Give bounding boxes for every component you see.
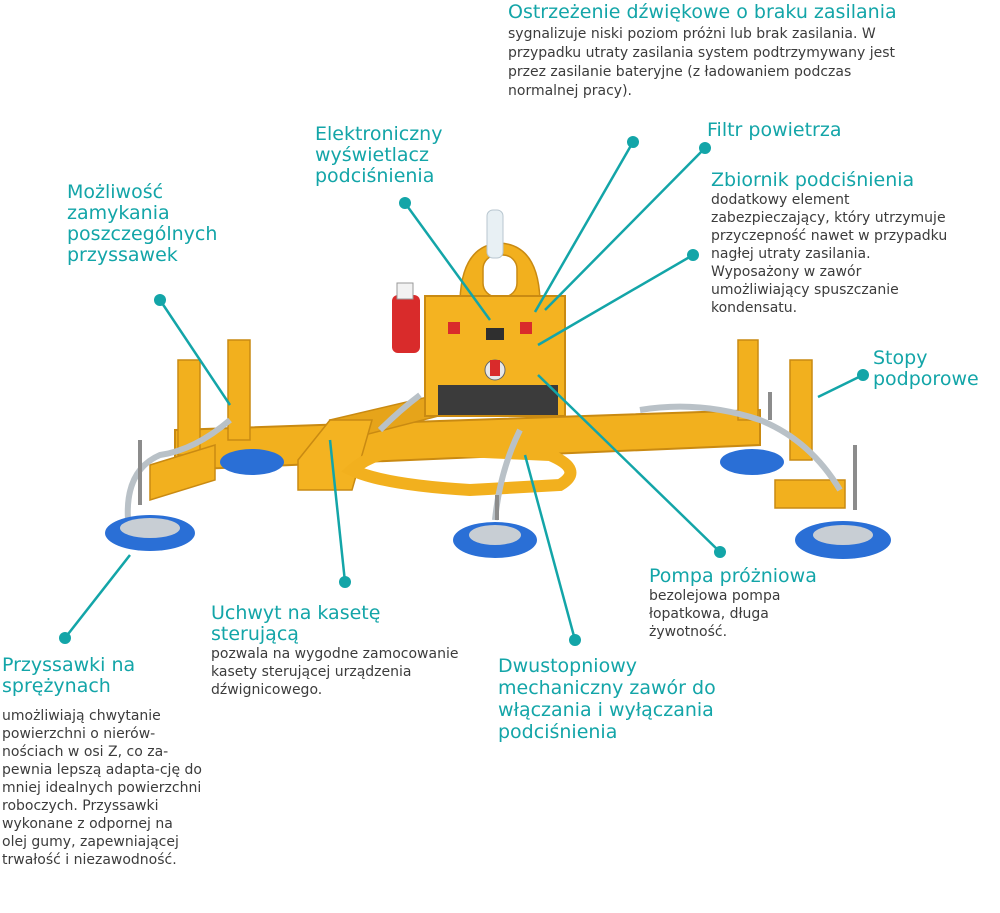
label-holder: Uchwyt na kasetę sterującą pozwala na wy… xyxy=(211,603,486,699)
label-holder-desc: pozwala na wygodne zamocowanie kasety st… xyxy=(211,646,459,698)
label-cups-title: Przyssawki na sprężynach xyxy=(2,654,136,697)
yellow-handle xyxy=(341,443,577,497)
label-pump-desc: bezolejowa pompa łopatkowa, długa żywotn… xyxy=(649,588,781,640)
red-plug xyxy=(392,282,420,353)
label-alarm-desc: sygnalizuje niski poziom próżni lub brak… xyxy=(508,26,896,99)
label-pump-title: Pompa próżniowa xyxy=(649,565,817,587)
leader-lines xyxy=(64,141,864,641)
springs xyxy=(138,392,857,520)
label-valve: Dwustopniowy mechaniczny zawór do włącza… xyxy=(498,655,716,743)
label-tank-title: Zbiornik podciśnienia xyxy=(711,169,915,191)
label-feet: Stopy podporowe xyxy=(873,347,979,390)
label-alarm-title: Ostrzeżenie dźwiękowe o braku zasilania xyxy=(508,1,897,23)
label-holder-title: Uchwyt na kasetę sterującą xyxy=(211,602,381,645)
label-cups: Przyssawki na sprężynach umożliwiają chw… xyxy=(2,655,202,869)
label-pump: Pompa próżniowa bezolejowa pompa łopatko… xyxy=(649,566,869,641)
label-lock: Możliwość zamykania poszczególnych przys… xyxy=(67,181,218,266)
suction-cups xyxy=(105,449,891,559)
label-filter: Filtr powietrza xyxy=(707,119,842,141)
label-cups-desc: umożliwiają chwytanie powierzchni o nier… xyxy=(2,708,202,868)
label-alarm: Ostrzeżenie dźwiękowe o braku zasilania … xyxy=(508,1,918,100)
control-box xyxy=(424,295,566,417)
leader-dots xyxy=(59,136,869,646)
label-tank: Zbiornik podciśnienia dodatkowy element … xyxy=(711,170,961,317)
label-display: Elektroniczny wyświetlacz podciśnienia xyxy=(315,123,443,187)
lifting-eye xyxy=(459,209,541,301)
label-tank-desc: dodatkowy element zabezpieczający, który… xyxy=(711,192,948,316)
